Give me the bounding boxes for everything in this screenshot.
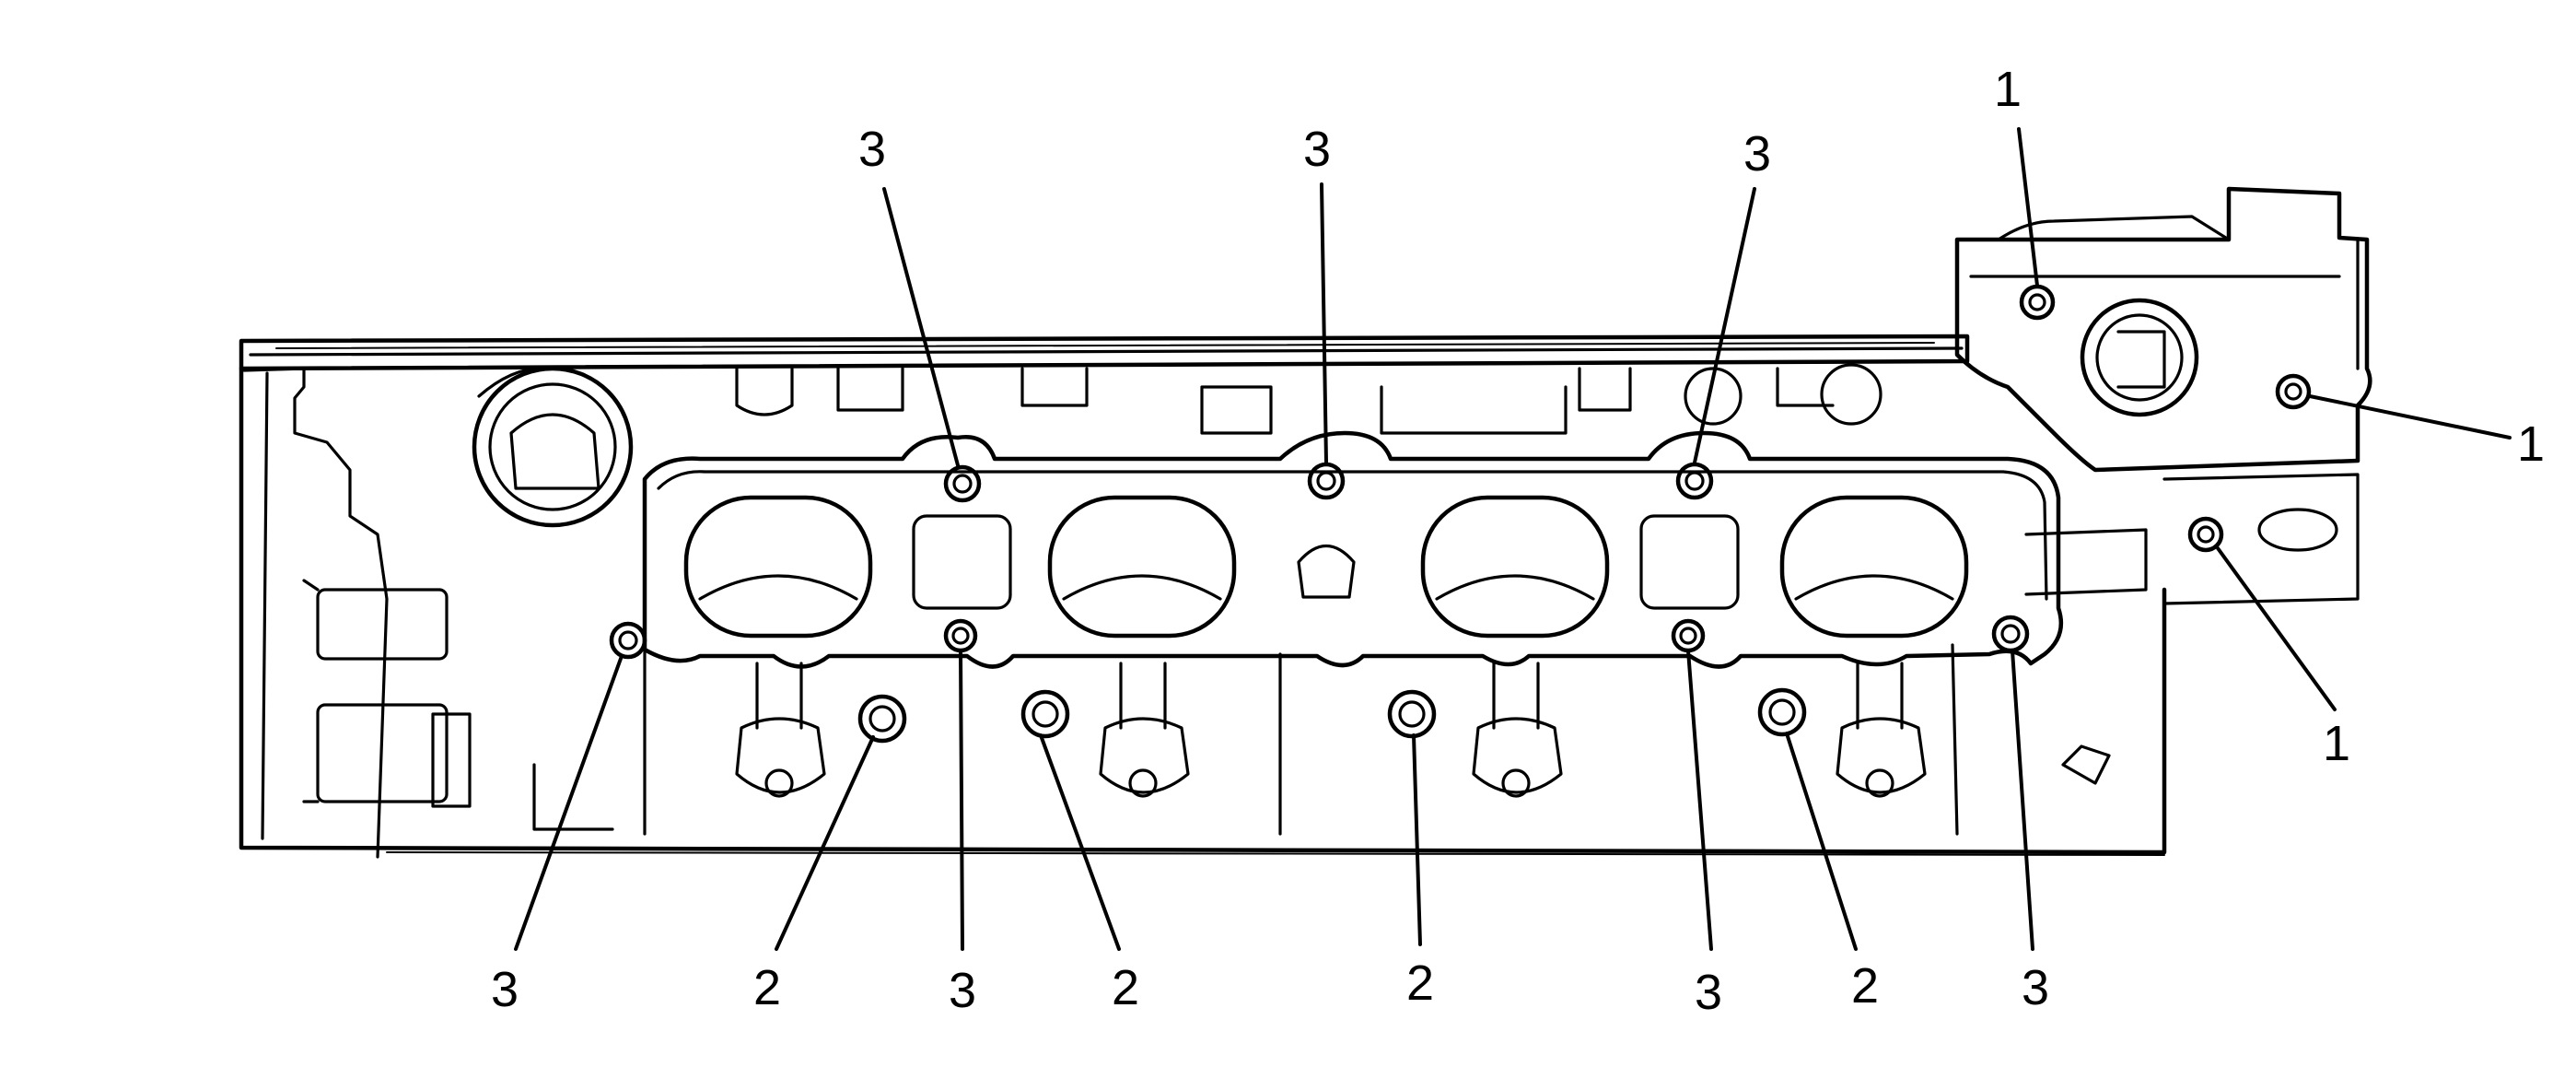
callout-label: 3: [1743, 126, 1771, 182]
callout-label: 2: [753, 960, 781, 1015]
callout-label: 2: [1112, 960, 1139, 1015]
callout-label: 2: [1851, 958, 1879, 1014]
exhaust-ports: [683, 495, 1969, 639]
callout-label: 3: [1303, 122, 1331, 177]
callout-label: 1: [2323, 716, 2350, 771]
end-housing-bolt-holes: [2019, 284, 2312, 553]
callout-label: 3: [949, 963, 976, 1018]
callout-label: 1: [1994, 62, 2022, 117]
callout-labels: 1 1 1 2 2 2 2 3 3 3 3 3 3 3: [491, 62, 2545, 1020]
callout-label: 3: [858, 122, 886, 177]
callout-label: 2: [1406, 955, 1434, 1011]
callout-label: 3: [1695, 965, 1722, 1020]
leader-lines: [514, 127, 2512, 951]
callout-label: 3: [491, 962, 519, 1017]
exhaust-manifold-flange-surface: [642, 430, 2064, 669]
flange-recesses: [912, 514, 1740, 610]
right-end-housing: [1954, 186, 2372, 785]
callout-label: 3: [2022, 960, 2049, 1015]
lower-studs: [857, 687, 1807, 744]
upper-castings: [735, 363, 1882, 435]
callout-label: 1: [2517, 416, 2545, 472]
cylinder-head-outline: [239, 334, 2167, 859]
injector-bosses: [735, 662, 1927, 798]
